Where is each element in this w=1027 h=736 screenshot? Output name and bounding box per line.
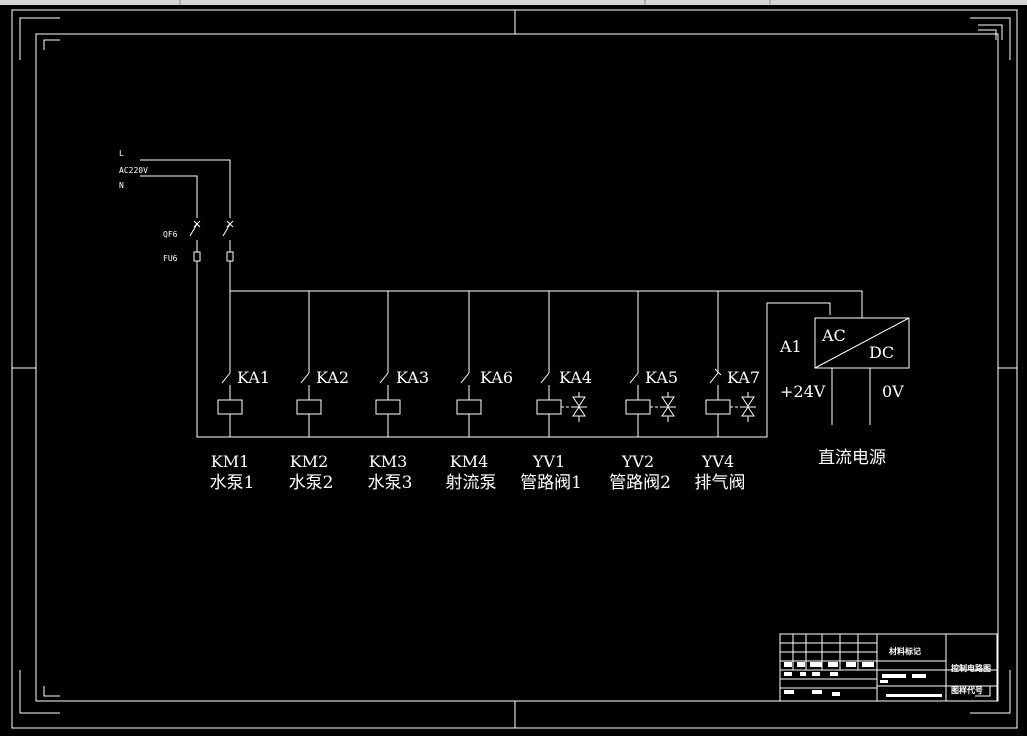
device-code: YV4 xyxy=(701,452,734,471)
valve-symbol xyxy=(561,392,587,422)
psu-zero-label: 0V xyxy=(882,382,904,401)
dc-power-supply: A1 AC DC +24V 0V 直流电源 xyxy=(779,317,910,468)
drawing-frame xyxy=(11,9,1018,729)
toolbar-strip xyxy=(0,0,1027,5)
psu-diagonal xyxy=(814,317,910,369)
device-code: KM3 xyxy=(369,452,408,471)
title-block-code-label: 图样代号 xyxy=(951,685,983,695)
device-name: 水泵1 xyxy=(210,473,255,493)
breaker-symbol xyxy=(189,220,234,237)
fuse-symbol xyxy=(193,240,234,262)
relay-label: KA6 xyxy=(480,368,513,387)
neutral-bus xyxy=(196,261,831,438)
coil-symbol xyxy=(375,399,401,415)
title-block: 材料标记 控制电路图 图样代号 xyxy=(779,633,998,702)
relay-label: KA7 xyxy=(727,368,760,387)
breaker-label: QF6 xyxy=(163,230,178,239)
device-name: 排气阀 xyxy=(695,473,746,493)
title-block-drawing-name: 控制电路图 xyxy=(951,663,991,673)
coil-symbol xyxy=(536,399,562,415)
title-block-mark: 材料标记 xyxy=(889,646,921,656)
line-label: L xyxy=(119,149,124,158)
psu-plus-label: +24V xyxy=(780,382,826,401)
psu-caption: 直流电源 xyxy=(818,448,886,468)
device-name: 管路阀2 xyxy=(609,473,671,493)
relay-contact xyxy=(300,372,310,384)
relay-contact xyxy=(540,372,550,384)
coil-symbol xyxy=(705,399,731,415)
relay-label: KA4 xyxy=(559,368,592,387)
neutral-label: N xyxy=(119,181,124,190)
relay-label: KA5 xyxy=(645,368,678,387)
relay-label: KA3 xyxy=(396,368,429,387)
voltage-label: AC220V xyxy=(119,166,148,175)
device-name: 水泵2 xyxy=(289,473,334,493)
relay-contact xyxy=(221,372,231,384)
device-name: 管路阀1 xyxy=(520,473,582,493)
psu-box xyxy=(814,317,910,369)
relay-contact xyxy=(379,372,389,384)
psu-terminal-label: A1 xyxy=(779,337,802,356)
fuse-label: FU6 xyxy=(163,254,178,263)
device-name: 水泵3 xyxy=(368,473,413,493)
device-code: KM4 xyxy=(450,452,489,471)
valve-symbol xyxy=(650,392,676,422)
coil-symbol xyxy=(217,399,243,415)
relay-label: KA1 xyxy=(237,368,270,387)
coil-symbol xyxy=(296,399,322,415)
neutral-wire xyxy=(140,175,198,218)
relay-contact xyxy=(709,372,719,384)
live-bus xyxy=(229,261,863,318)
psu-dc-label: DC xyxy=(869,343,894,362)
coil-symbol xyxy=(456,399,482,415)
device-code: YV1 xyxy=(532,452,565,471)
supply-section: L AC220V N QF6 FU6 xyxy=(119,149,863,438)
line-wire xyxy=(140,159,231,218)
coil-symbol xyxy=(625,399,651,415)
device-code: YV2 xyxy=(621,452,654,471)
valve-symbol xyxy=(730,392,756,422)
relay-contact xyxy=(460,372,470,384)
psu-ac-label: AC xyxy=(821,326,846,345)
relay-label: KA2 xyxy=(316,368,349,387)
relay-contact xyxy=(629,372,639,384)
device-code: KM1 xyxy=(211,452,250,471)
device-code: KM2 xyxy=(290,452,329,471)
device-name: 射流泵 xyxy=(446,473,497,493)
